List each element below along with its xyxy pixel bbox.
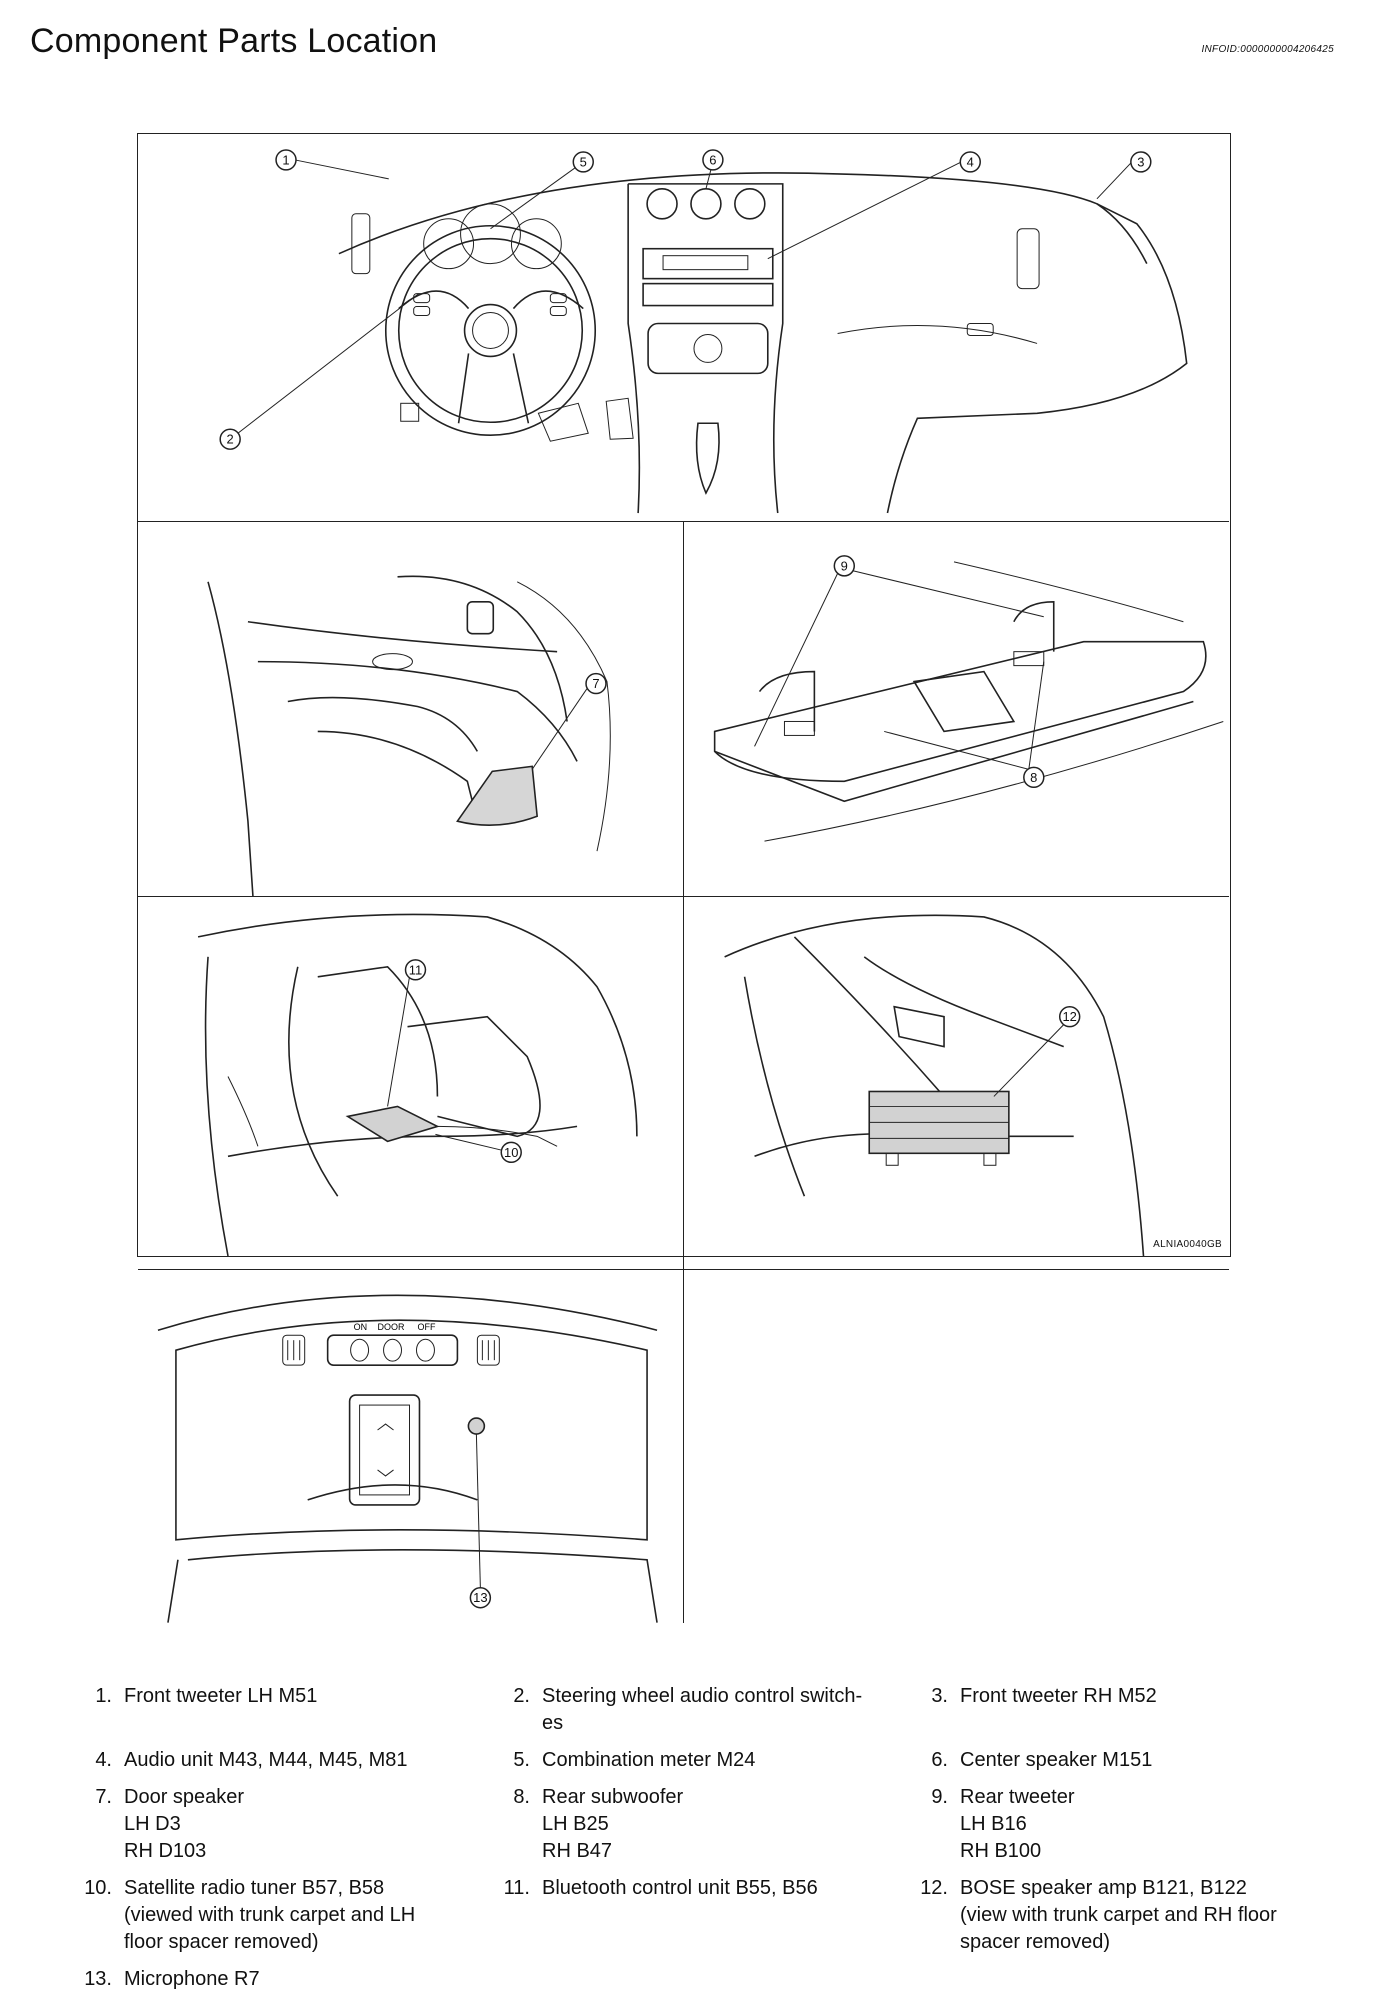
- legend-text: Rear tweeter: [960, 1786, 1075, 1808]
- callout-13: 13: [473, 1590, 487, 1605]
- legend-number: 5.: [513, 1749, 530, 1771]
- legend-number: 11.: [503, 1877, 530, 1899]
- legend-text: Satellite radio tuner B57, B58: [124, 1877, 385, 1899]
- roof-console-illustration: ON DOOR OFF 13: [138, 1270, 684, 1623]
- legend-row: 4. Audio unit M43, M44, M45, M81 5. Comb…: [62, 1747, 1342, 1774]
- dashboard-drawing: 1 2 3 4 5 6: [219, 149, 1188, 514]
- legend-number: 10.: [84, 1877, 112, 1899]
- legend-item: 4. Audio unit M43, M44, M45, M81: [62, 1747, 480, 1774]
- callout-3: 3: [1137, 154, 1144, 169]
- trunk-rh-illustration: 12: [684, 897, 1229, 1270]
- legend-number: 6.: [931, 1749, 948, 1771]
- legend-text: spacer removed): [960, 1931, 1111, 1953]
- legend-text: BOSE speaker amp B121, B122: [960, 1877, 1247, 1899]
- legend-text: Rear subwoofer: [542, 1786, 684, 1808]
- legend-text: floor spacer removed): [124, 1931, 319, 1953]
- legend-number: 1.: [95, 1685, 112, 1707]
- legend-number: 12.: [920, 1877, 948, 1899]
- legend-text: Front tweeter RH M52: [960, 1685, 1157, 1707]
- legend-text: Bluetooth control unit B55, B56: [542, 1877, 818, 1899]
- legend-item: 9. Rear tweeter LH B16 RH B100: [898, 1784, 1316, 1865]
- legend-number: 4.: [95, 1749, 112, 1771]
- legend-text: Front tweeter LH M51: [124, 1685, 318, 1707]
- component-location-figure: 1 2 3 4 5 6 7: [137, 133, 1231, 1623]
- legend-item: 6. Center speaker M151: [898, 1747, 1316, 1774]
- legend-number: 8.: [513, 1786, 530, 1808]
- info-id: INFOID:0000000004206425: [1201, 44, 1334, 55]
- callout-10: 10: [504, 1145, 518, 1160]
- callout-2: 2: [227, 432, 234, 447]
- legend-item: 2. Steering wheel audio control switch- …: [480, 1683, 898, 1737]
- figure-code: ALNIA0040GB: [1153, 1239, 1222, 1250]
- legend-row: 1. Front tweeter LH M51 2. Steering whee…: [62, 1683, 1342, 1737]
- legend-item: 11. Bluetooth control unit B55, B56: [480, 1875, 898, 1956]
- trunk-lh-illustration: 11 10: [138, 897, 684, 1270]
- trunk-lh-drawing: 11 10: [197, 913, 638, 1257]
- callout-6: 6: [709, 152, 716, 167]
- legend-text: Audio unit M43, M44, M45, M81: [124, 1749, 408, 1771]
- legend-row: 7. Door speaker LH D3 RH D103 8. Rear su…: [62, 1784, 1342, 1865]
- legend-number: 2.: [513, 1685, 530, 1707]
- trunk-rh-drawing: 12: [724, 914, 1145, 1257]
- callout-1: 1: [282, 152, 289, 167]
- callout-8: 8: [1030, 770, 1037, 785]
- callout-7: 7: [592, 676, 599, 691]
- door-label: DOOR: [378, 1322, 405, 1332]
- legend-text: (viewed with trunk carpet and LH: [124, 1904, 416, 1926]
- legend-text: Center speaker M151: [960, 1749, 1153, 1771]
- legend-item: 10. Satellite radio tuner B57, B58 (view…: [62, 1875, 480, 1956]
- legend-text: Door speaker: [124, 1786, 245, 1808]
- legend-number: 9.: [931, 1786, 948, 1808]
- legend-text: Combination meter M24: [542, 1749, 756, 1771]
- door-trim-drawing: 7: [207, 575, 611, 896]
- rear-shelf-drawing: 9 8: [713, 555, 1224, 842]
- callout-12: 12: [1062, 1009, 1076, 1024]
- legend-text: RH B100: [960, 1840, 1042, 1862]
- legend-text: LH D3: [124, 1813, 181, 1835]
- legend-text: es: [542, 1712, 564, 1734]
- legend-text: Steering wheel audio control switch-: [542, 1685, 863, 1707]
- legend-text: RH B47: [542, 1840, 613, 1862]
- legend-item: 3. Front tweeter RH M52: [898, 1683, 1316, 1737]
- legend-item: 1. Front tweeter LH M51: [62, 1683, 480, 1737]
- callout-11: 11: [409, 962, 422, 977]
- off-label: OFF: [417, 1322, 435, 1332]
- legend-list: 1. Front tweeter LH M51 2. Steering whee…: [62, 1683, 1342, 2003]
- dashboard-illustration: 1 2 3 4 5 6: [138, 134, 1229, 522]
- rear-shelf-illustration: 9 8: [684, 522, 1229, 897]
- door-trim-illustration: 7: [138, 522, 684, 897]
- page-title: Component Parts Location: [30, 22, 438, 60]
- legend-item: 5. Combination meter M24: [480, 1747, 898, 1774]
- legend-number: 7.: [95, 1786, 112, 1808]
- on-label: ON: [354, 1322, 367, 1332]
- legend-text: LH B25: [542, 1813, 609, 1835]
- legend-row: 10. Satellite radio tuner B57, B58 (view…: [62, 1875, 1342, 1956]
- legend-item: 7. Door speaker LH D3 RH D103: [62, 1784, 480, 1865]
- roof-console-drawing: ON DOOR OFF 13: [157, 1294, 658, 1623]
- callout-5: 5: [580, 154, 587, 169]
- legend-item: 8. Rear subwoofer LH B25 RH B47: [480, 1784, 898, 1865]
- legend-number: 3.: [931, 1685, 948, 1707]
- callout-4: 4: [967, 154, 974, 169]
- legend-text: RH D103: [124, 1840, 207, 1862]
- callout-9: 9: [841, 558, 848, 573]
- legend-item: 12. BOSE speaker amp B121, B122 (view wi…: [898, 1875, 1316, 1956]
- legend-text: LH B16: [960, 1813, 1027, 1835]
- legend-text: (view with trunk carpet and RH floor: [960, 1904, 1277, 1926]
